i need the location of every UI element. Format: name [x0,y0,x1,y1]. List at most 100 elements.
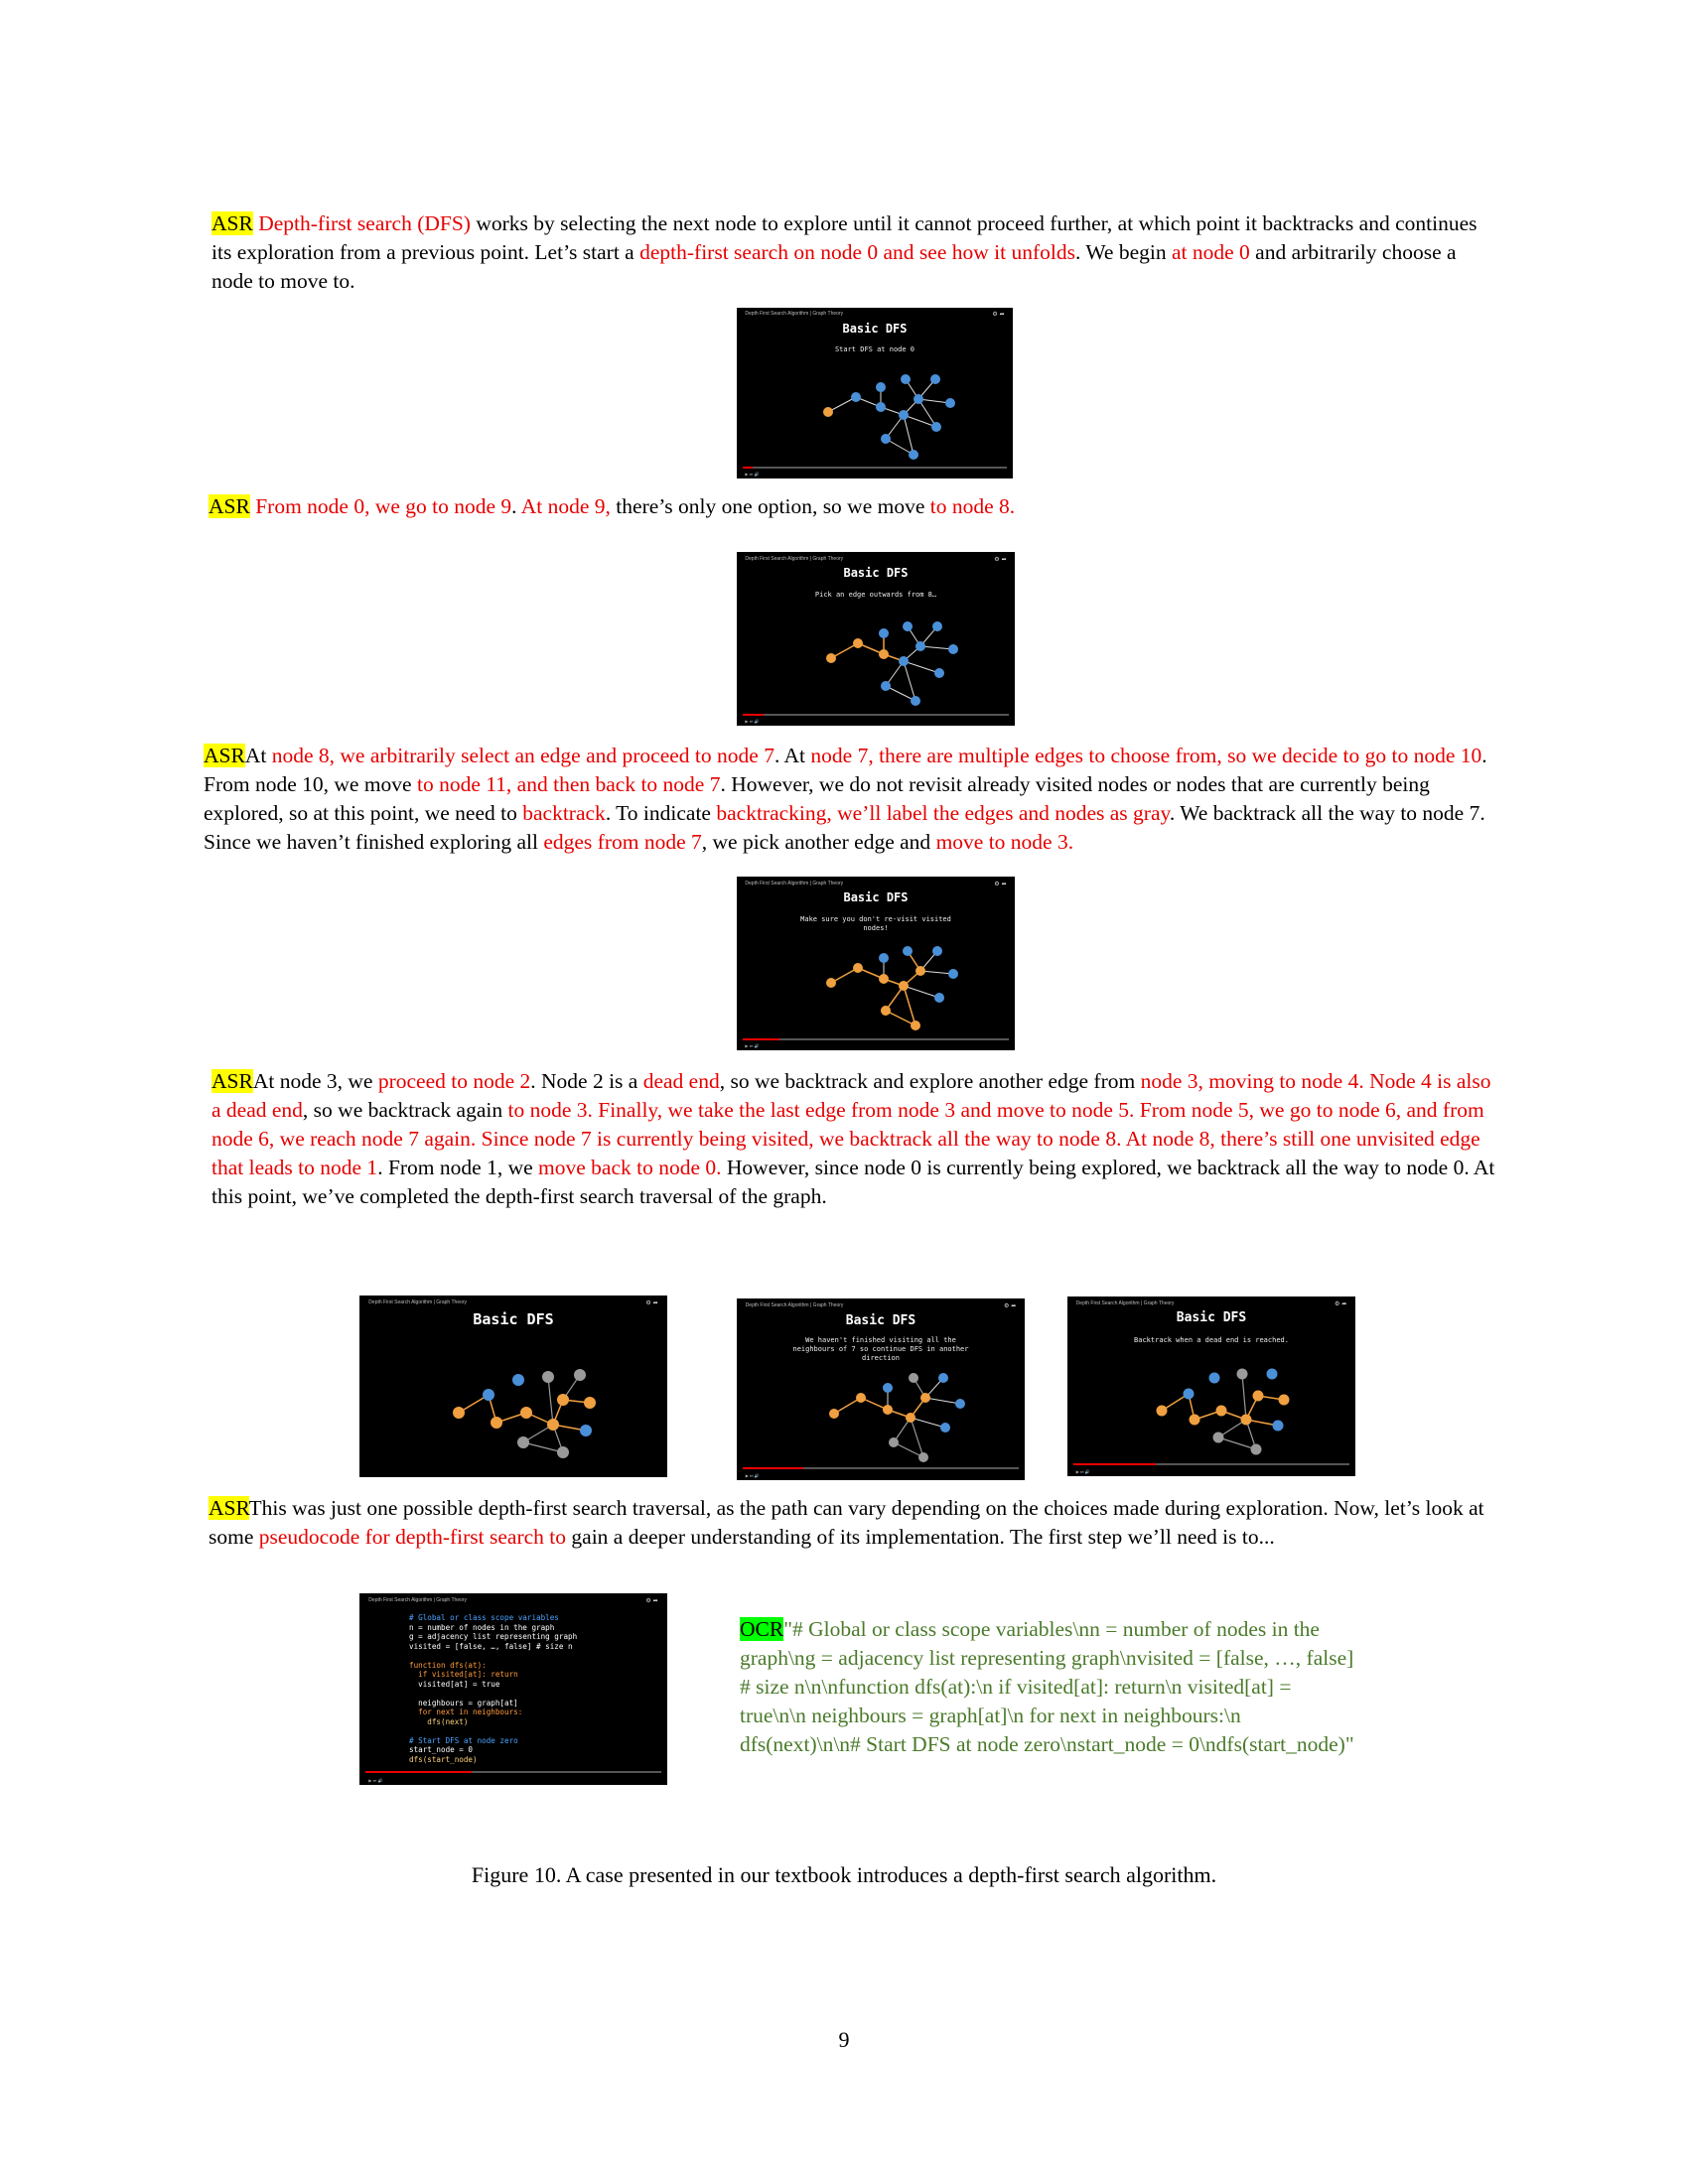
paragraph-1: ASR Depth-first search (DFS) works by se… [211,209,1492,296]
video-subtitle: Pick an edge outwards from 8… [814,590,937,599]
code-line: dfs(start_node) [409,1754,478,1764]
code-line: if visited[at]: return [409,1670,518,1679]
code-line: n = number of nodes in the graph [409,1622,555,1632]
video-source-label: Depth First Search Algorithm | Graph The… [745,555,844,562]
asr-tag: ASR [204,744,245,767]
text-highlight: to node 11, and then back to node 7 [416,772,721,796]
text-span: At [244,744,272,767]
video-controls[interactable]: ▶ ⏭ 🔊 [368,1778,383,1784]
asr-tag: ASR [211,211,253,235]
video-controls[interactable]: ▶ ⏭ 🔊 [745,1043,760,1049]
code-line [409,1651,577,1661]
video-source-label: Depth First Search Algorithm | Graph The… [745,1301,844,1308]
code-line: # Global or class scope variables [409,1613,559,1622]
text-highlight: to node 8. [929,494,1016,518]
code-line: visited = [false, …, false] # size n [409,1641,573,1651]
ocr-text: "# Global or class scope variables\nn = … [740,1617,1354,1756]
ocr-paragraph: OCR"# Global or class scope variables\nn… [740,1615,1355,1759]
video-title: Basic DFS [473,1309,554,1328]
video-progress-bar[interactable] [365,1771,661,1774]
video-title: Basic DFS [1176,1310,1247,1326]
code-line: visited[at] = true [409,1679,500,1689]
video-progress-bar[interactable] [742,466,1008,469]
video-frame-3: Depth First Search Algorithm | Graph The… [737,877,1015,1050]
video-subtitle: We haven't finished visiting all the nei… [792,1336,969,1363]
video-title: Basic DFS [843,890,909,904]
code-line [409,1689,577,1699]
code-line: start_node = 0 [409,1745,474,1754]
video-frame-5: Depth First Search Algorithm | Graph The… [737,1298,1025,1480]
video-progress-bar[interactable] [742,713,1010,716]
text-highlight: proceed to node 2 [377,1069,531,1093]
video-source-label: Depth First Search Algorithm | Graph The… [745,880,844,887]
text-highlight: node 3, moving to node 4. Node 4 is also… [211,1069,1491,1122]
video-progress-bar[interactable] [742,1037,1010,1040]
paragraph-2: ASR From node 0, we go to node 9. At nod… [209,492,1499,521]
video-source-label: Depth First Search Algorithm | Graph The… [368,1298,468,1305]
text-highlight: Depth-first search (DFS) [258,211,471,235]
share-icon: ⚙ ➦ [992,311,1005,319]
code-line: for next in neighbours: [409,1707,523,1716]
video-controls[interactable]: ▶ ⏭ 🔊 [745,1473,760,1479]
text-span: However, since node 0 is currently being… [211,1156,1495,1208]
text-span: . However, we do not revisit already vis… [204,772,1430,825]
graph-diagram [823,374,955,460]
text-highlight: pseudocode for depth-first search to [258,1525,567,1549]
text-span: . We backtrack all the way to node 7. Si… [204,801,1485,854]
video-title: Basic DFS [843,566,909,580]
paragraph-5: ASRThis was just one possible depth-firs… [209,1494,1499,1552]
video-controls[interactable]: ▶ ⏭ 🔊 [745,719,760,725]
text-highlight: depth-first search on node 0 and see how… [639,240,1075,264]
video-frame-code: Depth First Search Algorithm | Graph The… [359,1593,667,1785]
share-icon: ⚙ ➦ [1334,1299,1347,1307]
text-span: there’s only one option, so we move [610,494,930,518]
text-span: . [511,494,521,518]
text-span: works by selecting the next node to expl… [211,211,1477,264]
ocr-tag: OCR [740,1617,784,1641]
text-highlight: node 7, there are multiple edges to choo… [810,744,1482,767]
page-number: 9 [838,2027,850,2052]
code-line: dfs(next) [409,1716,469,1726]
text-highlight: edges from node 7 [543,830,702,854]
text-span: At node 3, we [252,1069,378,1093]
video-subtitle: Backtrack when a dead end is reached. [1134,1335,1289,1344]
graph-diagram [453,1369,596,1458]
share-icon: ⚙ ➦ [994,880,1007,887]
video-frame-2: Depth First Search Algorithm | Graph The… [737,552,1015,726]
text-span: . At [774,744,811,767]
text-highlight: at node 0 [1171,240,1250,264]
asr-tag: ASR [211,1069,253,1093]
share-icon: ⚙ ➦ [645,1298,658,1306]
video-title: Basic DFS [845,1312,916,1328]
video-frame-1: Depth First Search Algorithm | Graph The… [737,308,1013,478]
text-highlight: node 8, we arbitrarily select an edge an… [271,744,774,767]
paragraph-3: ASRAt node 8, we arbitrarily select an e… [204,742,1494,857]
video-progress-bar[interactable] [742,1467,1020,1470]
video-frame-6: Depth First Search Algorithm | Graph The… [1067,1297,1355,1476]
code-line: g = adjacency list representing graph [409,1632,578,1641]
text-span: This was just one possible depth-first s… [209,1496,1484,1549]
code-line: function dfs(at): [409,1660,487,1670]
text-highlight: From node 0, we go to node 9 [255,494,512,518]
code-line [409,1726,577,1736]
video-controls[interactable]: ▶ ⏭ 🔊 [1075,1469,1090,1475]
text-highlight: move back to node 0. [538,1156,722,1179]
video-controls[interactable]: ▶ ⏭ 🔊 [745,472,760,478]
paragraph-4: ASRAt node 3, we proceed to node 2. Node… [211,1067,1497,1211]
asr-tag: ASR [209,1496,249,1520]
asr-tag: ASR [209,494,250,518]
video-source-label: Depth First Search Algorithm | Graph The… [1075,1299,1175,1306]
text-span: . From node 1, we [377,1156,539,1179]
code-line: # Start DFS at node zero [409,1735,518,1745]
text-span: , so we backtrack again [302,1098,508,1122]
text-span: . To indicate [605,801,717,825]
text-highlight: At node 9, [520,494,611,518]
video-progress-bar[interactable] [1072,1463,1350,1466]
text-span: . Node 2 is a [530,1069,643,1093]
video-source-label: Depth First Search Algorithm | Graph The… [745,311,844,318]
text-highlight: move to node 3. [935,830,1074,854]
text-span: . We begin [1074,240,1172,264]
video-subtitle: Start DFS at node 0 [834,344,915,353]
video-title: Basic DFS [842,321,908,336]
